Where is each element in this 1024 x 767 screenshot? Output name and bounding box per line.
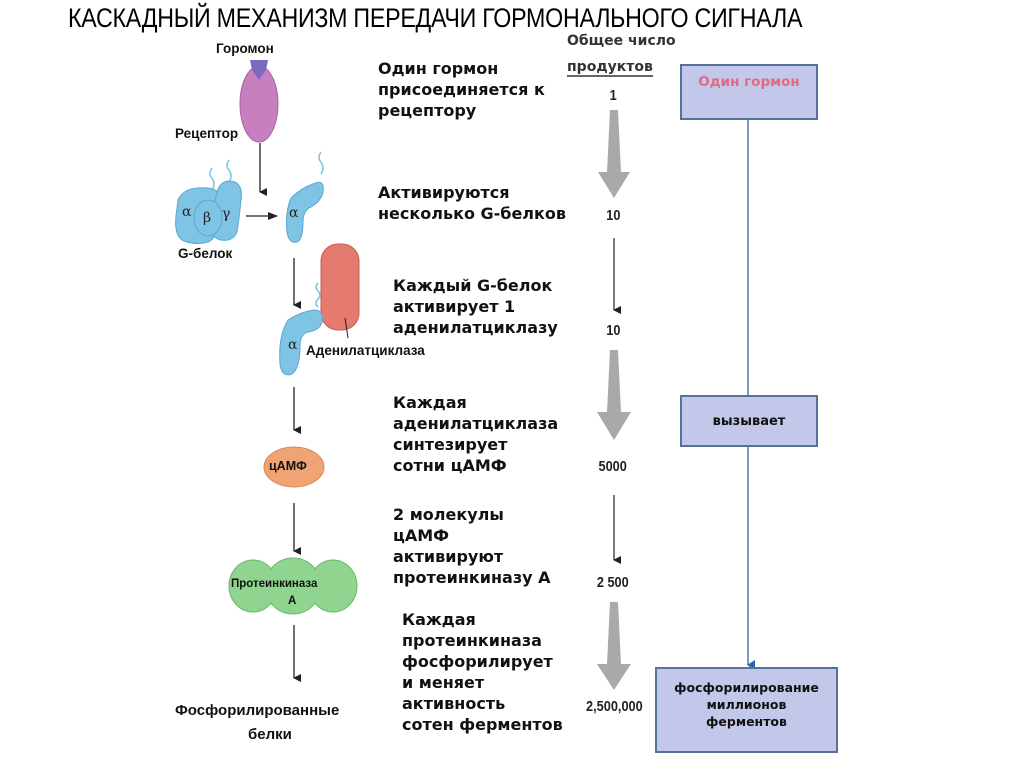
step-1-text: Один гормон присоединяется к рецептору (378, 59, 545, 120)
gray-arrow-1 (598, 110, 630, 198)
count-5: 2 500 (596, 574, 629, 591)
protein-kinase-label: Протеинкиназа (231, 578, 318, 590)
step-5-text: 2 молекулы цАМФ активируют протеинкиназу… (393, 505, 551, 587)
alpha-symbol: α (289, 205, 299, 221)
receptor-label: Рецептор (175, 126, 239, 141)
hormone-shape (250, 60, 268, 80)
g-protein-label: G-белок (178, 246, 233, 261)
summary-box-one-hormone: Один гормон (680, 64, 818, 120)
hormone-label: Горомон (216, 41, 274, 56)
summary-box-phosphorylation: фосфорилирование миллионов ферментов (655, 667, 838, 753)
step-3-text: Каждый G-белок активирует 1 аденилатцикл… (393, 276, 558, 337)
summary-box-causes: вызывает (680, 395, 818, 447)
alpha-bound-shape (279, 309, 323, 376)
adenylate-cyclase-label: Аденилатциклаза (306, 343, 425, 358)
count-2: 10 (606, 207, 621, 224)
count-6: 2,500,000 (586, 698, 643, 715)
g-beta-symbol: β (203, 210, 211, 226)
phosphorylated-proteins-label-2: белки (248, 726, 292, 743)
adenylate-cyclase-shape (320, 243, 360, 331)
gray-arrow-3 (597, 350, 631, 440)
count-header-line2: продуктов (567, 59, 653, 77)
protein-kinase-label-a: А (288, 595, 297, 607)
alpha-subunit-shape (286, 181, 324, 243)
g-gamma-symbol: γ (222, 206, 230, 222)
phosphorylated-proteins-label: Фосфорилированные (175, 702, 340, 719)
page-title: КАСКАДНЫЙ МЕХАНИЗМ ПЕРЕДАЧИ ГОРМОНАЛЬНОГ… (68, 3, 803, 33)
count-4: 5000 (598, 458, 627, 475)
step-2-text: Активируются несколько G-белков (378, 183, 566, 223)
step-4-text: Каждая аденилатциклаза синтезирует сотни… (393, 393, 559, 475)
g-alpha-symbol: α (182, 204, 192, 220)
alpha-bound-symbol: α (288, 337, 298, 353)
step-6-text: Каждая протеинкиназа фосфорилирует и мен… (402, 610, 563, 734)
count-3: 10 (606, 322, 621, 339)
count-header-line1: Общее число (567, 33, 676, 49)
g-protein-complex (175, 159, 242, 245)
gray-arrow-5 (597, 602, 631, 690)
camp-shape (263, 446, 325, 488)
camp-label: цАМФ (269, 459, 307, 473)
count-1: 1 (609, 87, 617, 104)
count-header: Общее число продуктов (567, 28, 676, 80)
